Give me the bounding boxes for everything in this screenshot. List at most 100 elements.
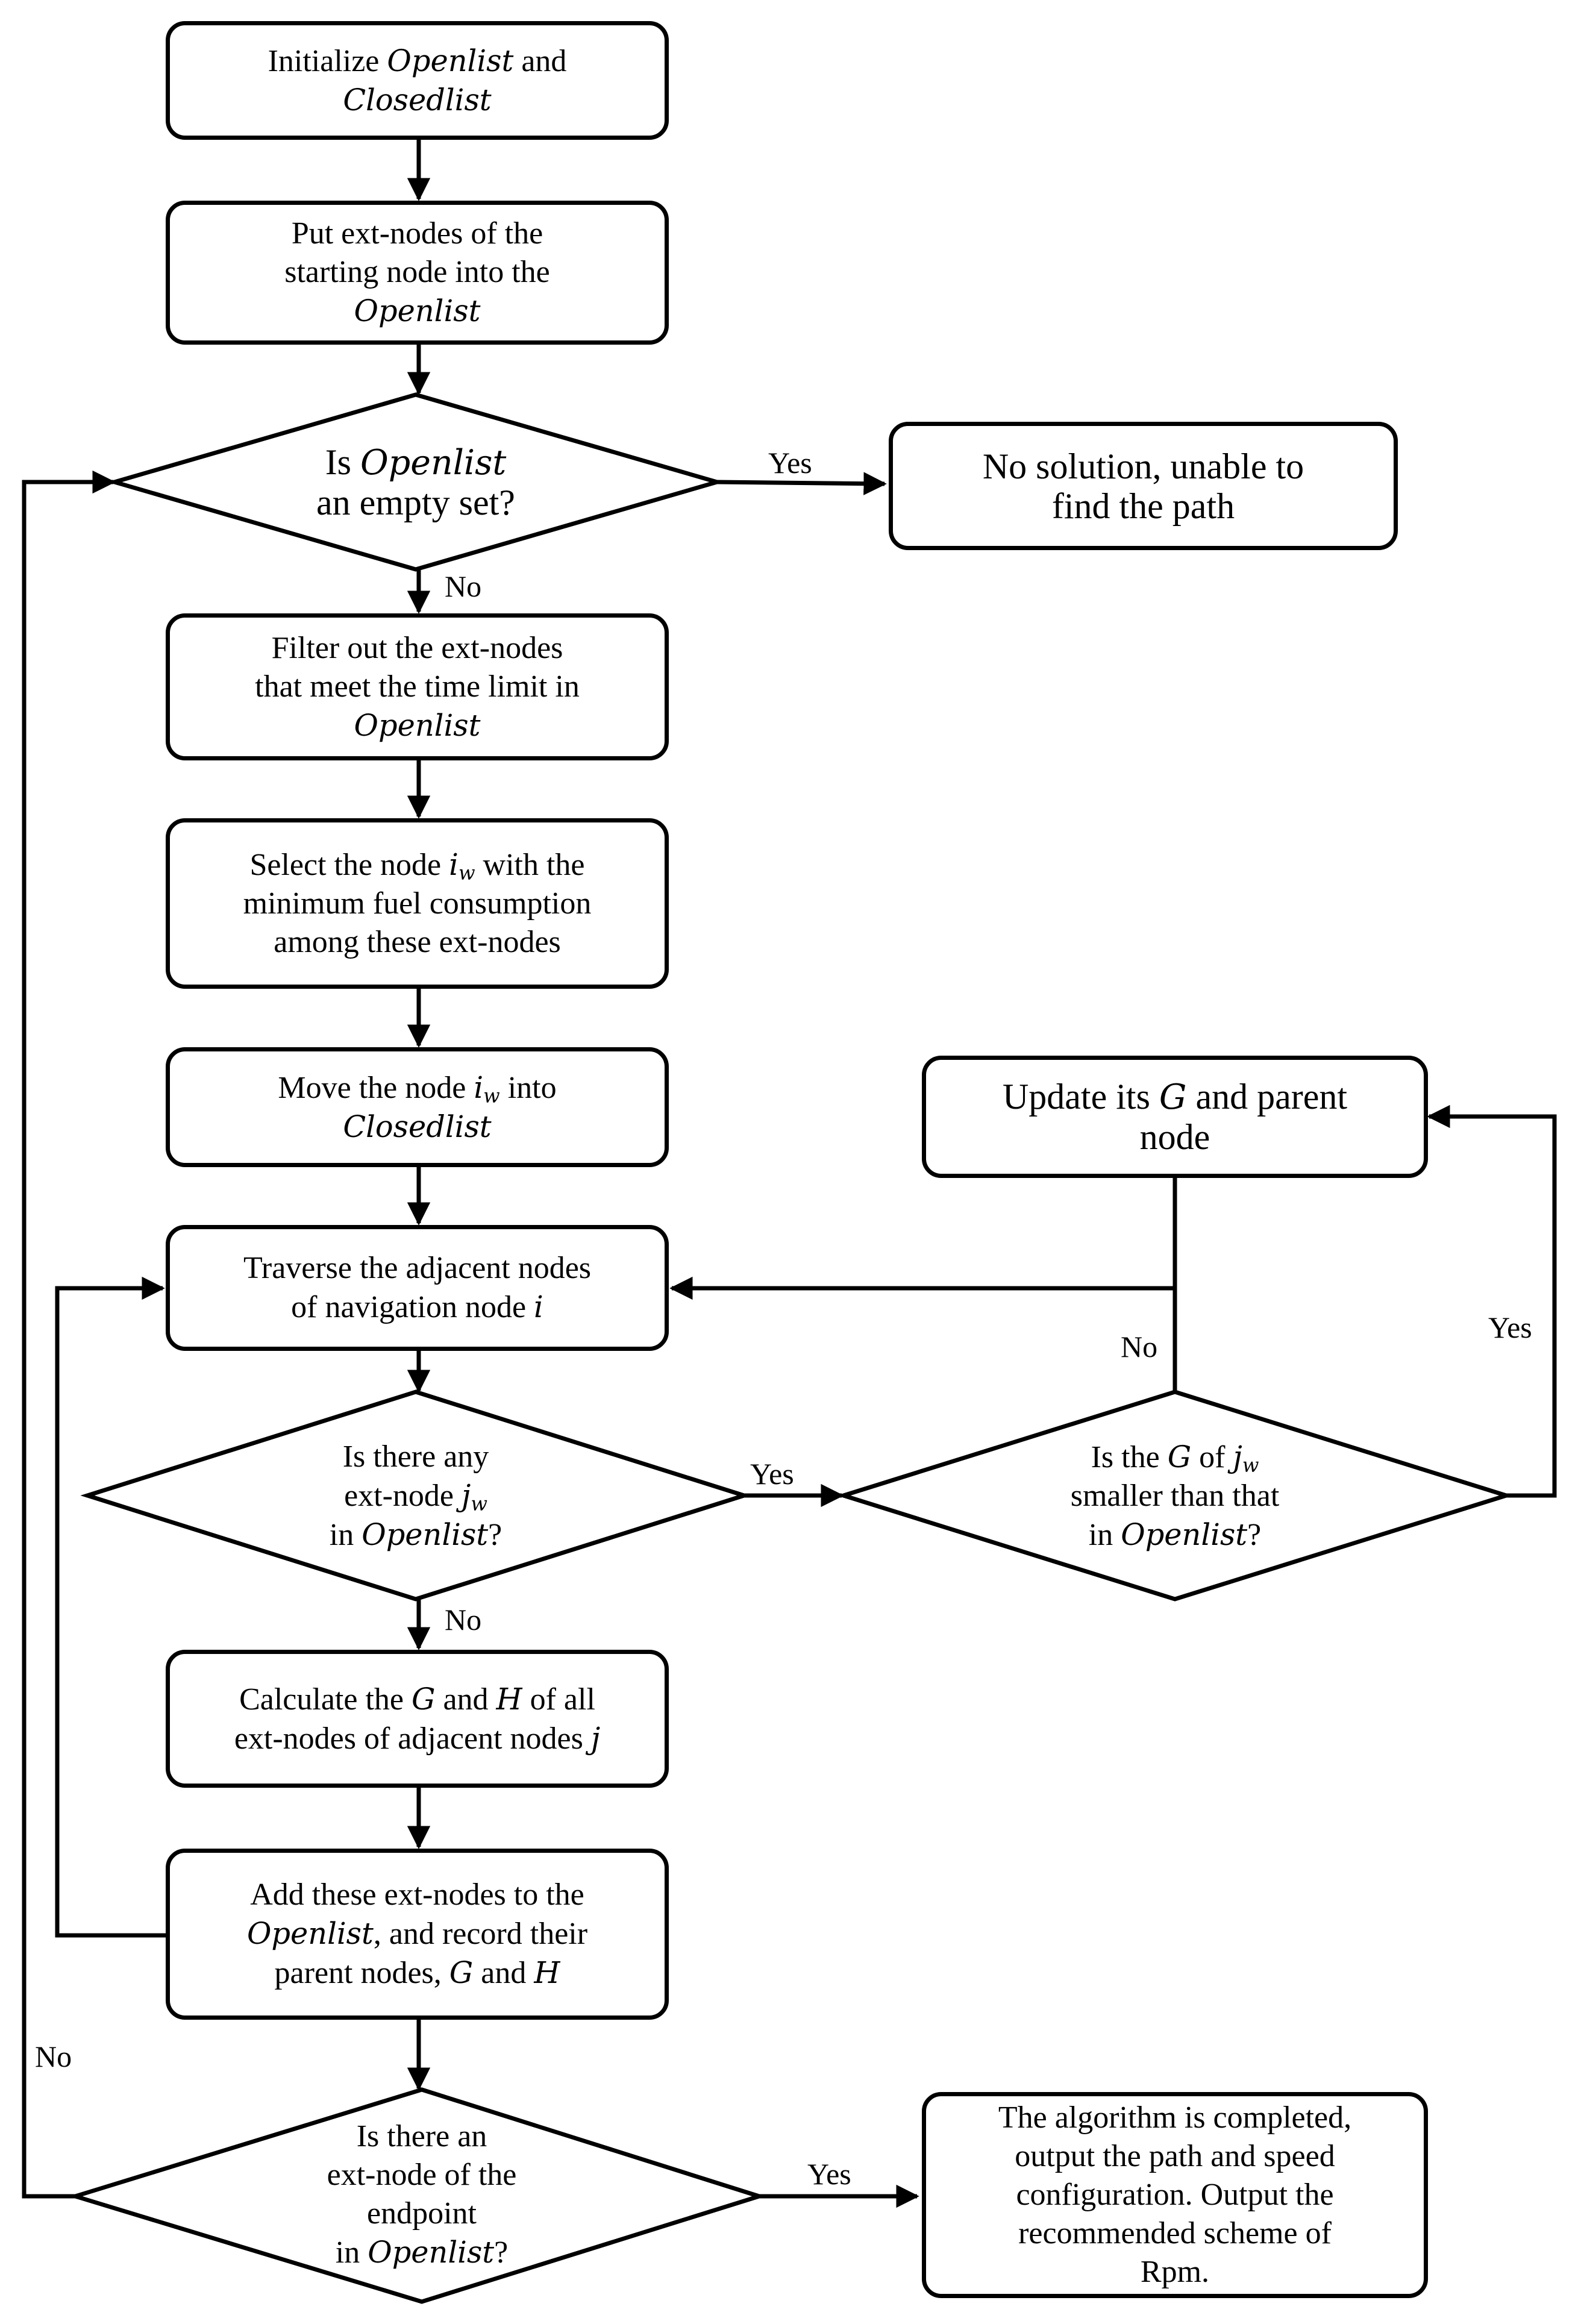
node-text-line: Traverse the adjacent nodes xyxy=(243,1251,592,1285)
node-completed-box xyxy=(922,2092,1428,2298)
edge-label-any-no: No xyxy=(445,1603,482,1637)
node-text-line: ext-node of the xyxy=(327,2158,517,2192)
math-variable: Closedlist xyxy=(343,1109,492,1144)
node-no-solution-box xyxy=(889,422,1398,550)
node-text-line: Rpm. xyxy=(1140,2255,1210,2289)
node-put-text: Put ext-nodes of the starting node into t… xyxy=(166,201,669,345)
node-text-line: recommended scheme of xyxy=(1018,2216,1332,2250)
math-variable: Openlist xyxy=(354,707,481,743)
node-init-box xyxy=(166,21,669,140)
node-completed-text: The algorithm is completed, output the pa… xyxy=(922,2092,1428,2298)
edge-label-empty-no: No xyxy=(445,569,482,603)
node-text-line: Update its G and parent xyxy=(1002,1077,1348,1117)
edge-label-end-no: No xyxy=(35,2040,72,2073)
node-endpoint-text: Is there an ext-node of the endpoint in Ope… xyxy=(253,2112,590,2278)
node-text-line: Is there an xyxy=(356,2119,487,2153)
arrow-g-yes xyxy=(1427,1104,1557,1498)
node-text-line: ext-node jw xyxy=(344,1477,487,1515)
node-text-line: endpoint xyxy=(367,2196,477,2231)
math-variable: j xyxy=(1233,1439,1242,1474)
node-text-line: among these ext-nodes xyxy=(274,925,561,959)
math-variable: Openlist xyxy=(387,43,514,78)
node-text-line: Is the G of jw xyxy=(1091,1439,1259,1477)
arrow-add-loop xyxy=(55,1276,166,1938)
node-text-line: Calculate the G and H of all xyxy=(239,1681,595,1717)
node-text-line: of navigation node i xyxy=(291,1289,543,1324)
math-variable: G xyxy=(449,1955,474,1990)
math-variable: Openlist xyxy=(354,293,481,328)
math-variable: G xyxy=(411,1681,436,1717)
node-text-line: ext-nodes of adjacent nodes j xyxy=(234,1720,601,1756)
math-variable: Openlist xyxy=(362,1517,489,1552)
math-variable: i xyxy=(534,1289,543,1324)
math-variable: i xyxy=(474,1070,484,1105)
node-text-line: node xyxy=(1139,1117,1210,1157)
node-text-line: Closedlist xyxy=(343,1107,491,1147)
node-text-line: output the path and speed xyxy=(1015,2139,1335,2173)
edge-label-end-yes: Yes xyxy=(807,2157,851,2191)
node-text-line: in Openlist? xyxy=(335,2235,509,2270)
math-variable: H xyxy=(534,1955,560,1990)
node-text-line: Openlist xyxy=(354,706,481,745)
math-variable: G xyxy=(1159,1077,1187,1117)
node-text-line: The algorithm is completed, xyxy=(998,2100,1352,2135)
node-text-line: an empty set? xyxy=(316,482,515,522)
node-traverse-box xyxy=(166,1225,669,1351)
decision-diamond-any-ext xyxy=(80,1389,751,1602)
node-text-line: in Openlist? xyxy=(329,1517,502,1552)
math-variable: Openlist xyxy=(360,442,507,483)
node-move-box xyxy=(166,1047,669,1167)
node-text-line: Initialize Openlist and xyxy=(268,43,567,78)
node-text-line: Is Openlist xyxy=(325,442,507,483)
node-text-line: Closedlist xyxy=(343,81,491,120)
math-variable: Openlist xyxy=(368,2235,495,2270)
node-text-line: find the path xyxy=(1051,486,1235,526)
math-variable: j xyxy=(462,1477,471,1513)
node-text-line: parent nodes, G and H xyxy=(274,1955,560,1990)
math-variable: Openlist xyxy=(1121,1517,1248,1552)
math-variable: G xyxy=(1167,1439,1192,1474)
node-select-box xyxy=(166,818,669,989)
decision-diamond-endpoint xyxy=(68,2087,766,2304)
arrow-empty-yes xyxy=(716,472,887,495)
arrow-end-no xyxy=(22,470,116,2199)
node-text-line: Put ext-nodes of the xyxy=(291,216,543,251)
node-text-line: Is there any xyxy=(342,1439,489,1474)
math-variable: i xyxy=(449,847,459,882)
node-text-line: starting node into the xyxy=(284,255,550,289)
node-text-line: Add these ext-nodes to the xyxy=(250,1878,584,1912)
node-put-box xyxy=(166,201,669,345)
node-calculate-box xyxy=(166,1650,669,1788)
edge-label-empty-yes: Yes xyxy=(768,446,812,480)
math-variable: j xyxy=(590,1720,601,1756)
node-text-line: in Openlist? xyxy=(1088,1517,1262,1552)
edge-label-g-no: No xyxy=(1121,1330,1158,1364)
edge-label-g-yes: Yes xyxy=(1488,1311,1532,1344)
node-text-line: minimum fuel consumption xyxy=(243,886,592,921)
node-filter-box xyxy=(166,613,669,760)
node-text-line: Openlist, and record their xyxy=(246,1916,588,1951)
decision-diamond-g-smaller xyxy=(836,1389,1514,1602)
node-update-box xyxy=(922,1056,1428,1178)
math-variable: H xyxy=(496,1681,522,1717)
node-text-line: that meet the time limit in xyxy=(255,669,580,704)
math-variable: Closedlist xyxy=(343,82,492,117)
math-variable: Openlist xyxy=(246,1916,374,1951)
node-add-box xyxy=(166,1849,669,2020)
node-filter-text: Filter out the ext-nodes that meet the ti… xyxy=(166,613,669,760)
node-text-line: Filter out the ext-nodes xyxy=(271,630,563,665)
node-traverse-text: Traverse the adjacent nodes of navigation… xyxy=(166,1225,669,1351)
node-text-line: Openlist xyxy=(354,292,481,331)
